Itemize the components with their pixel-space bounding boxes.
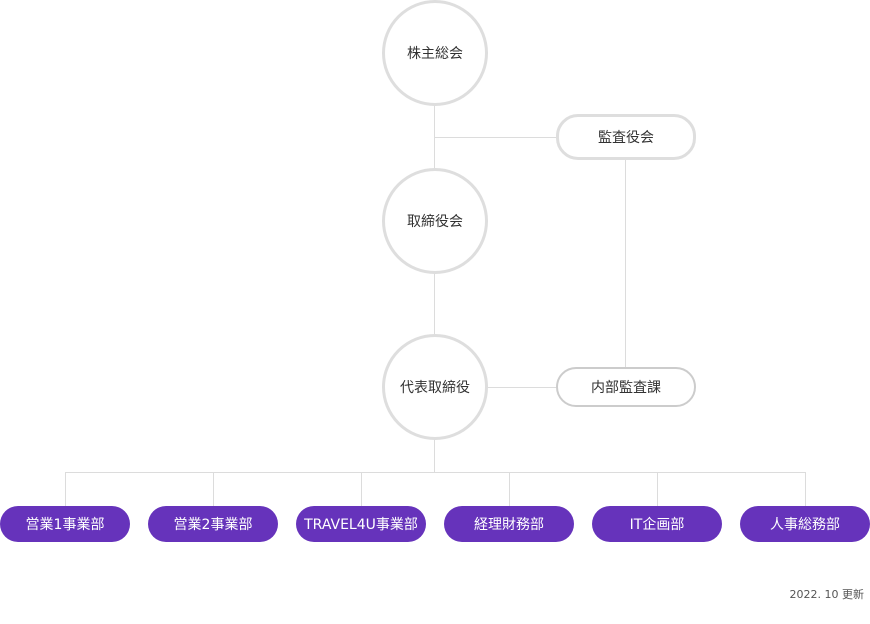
connector-drop-dept-2 [213,472,214,506]
department-label: 経理財務部 [474,517,544,533]
department-label: IT企画部 [629,517,685,533]
department-sales-1: 営業1事業部 [0,506,130,542]
connector-to-audit-board [435,137,557,138]
connector-drop-dept-6 [805,472,806,506]
connector-representative-to-departments [434,438,435,472]
department-label: 人事総務部 [770,517,840,533]
department-hr-general-affairs: 人事総務部 [740,506,870,542]
node-shareholders-meeting: 株主総会 [382,0,488,106]
node-audit-board: 監査役会 [556,114,696,160]
connector-representative-to-internal-audit [486,387,557,388]
connector-drop-dept-1 [65,472,66,506]
department-label: TRAVEL4U事業部 [304,517,418,533]
connector-drop-dept-4 [509,472,510,506]
department-travel4u: TRAVEL4U事業部 [296,506,426,542]
department-label: 営業2事業部 [173,517,253,533]
department-label: 営業1事業部 [25,517,105,533]
department-sales-2: 営業2事業部 [148,506,278,542]
updated-date: 2022. 10 更新 [789,588,864,601]
node-label: 内部監査課 [591,380,661,396]
connector-shareholders-to-board [434,104,435,170]
node-internal-audit: 内部監査課 [556,367,696,407]
node-label: 監査役会 [598,130,654,146]
node-label: 代表取締役 [400,380,470,396]
node-label: 株主総会 [407,46,463,62]
node-board-of-directors: 取締役会 [382,168,488,274]
department-accounting-finance: 経理財務部 [444,506,574,542]
node-representative-director: 代表取締役 [382,334,488,440]
connector-audit-board-to-internal-audit [625,159,626,368]
connector-board-to-representative [434,272,435,336]
connector-drop-dept-5 [657,472,658,506]
connector-drop-dept-3 [361,472,362,506]
node-label: 取締役会 [407,214,463,230]
connector-department-bus [65,472,806,473]
department-it-planning: IT企画部 [592,506,722,542]
